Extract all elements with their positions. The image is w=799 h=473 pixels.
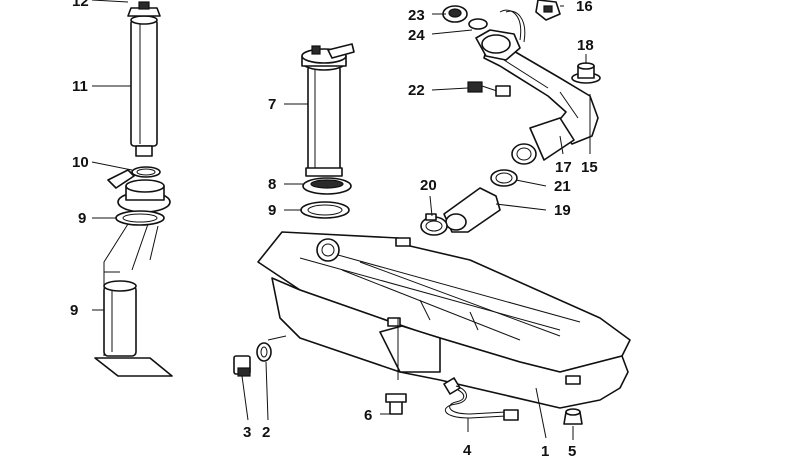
part-16-clip bbox=[535, 0, 561, 21]
leader-lines bbox=[91, 0, 591, 440]
callout-8: 8 bbox=[268, 176, 276, 193]
callout-7: 7 bbox=[268, 96, 276, 113]
callout-15: 15 bbox=[581, 159, 598, 176]
part-4-fuel-line bbox=[443, 377, 519, 421]
callout-19: 19 bbox=[554, 202, 571, 219]
part-9-pump-flange bbox=[107, 169, 171, 226]
part-2-sealing-washer bbox=[256, 342, 272, 362]
part-17-hose-clamp bbox=[511, 117, 575, 165]
callout-11: 11 bbox=[72, 78, 88, 95]
part-9-o-ring bbox=[300, 201, 350, 219]
part-21-hose-clamp bbox=[490, 169, 518, 187]
part-15-filler-neck bbox=[483, 43, 599, 145]
callout-1: 1 bbox=[541, 443, 549, 460]
part-19-connecting-hose bbox=[443, 187, 501, 233]
callout-18: 18 bbox=[577, 37, 594, 54]
callout-12: 10 bbox=[72, 154, 89, 171]
part-12-o-ring bbox=[131, 166, 161, 178]
part-23-cap-seal bbox=[442, 5, 488, 30]
part-10-fuel-pump bbox=[94, 223, 173, 377]
part-1-fuel-tank bbox=[257, 231, 631, 409]
part-13-sender-head bbox=[127, 1, 161, 17]
callout-5: 5 bbox=[568, 443, 576, 460]
callout-24: 24 bbox=[408, 27, 425, 44]
part-22-screw bbox=[467, 81, 511, 97]
callout-20: 20 bbox=[420, 177, 437, 194]
callout-9-left: 9 bbox=[78, 210, 86, 227]
callout-10: 9 bbox=[70, 302, 78, 319]
callout-17: 17 bbox=[555, 159, 572, 176]
part-6-bolt bbox=[385, 393, 407, 415]
part-7-fuel-sender bbox=[301, 43, 355, 177]
part-3-drain-plug bbox=[233, 355, 251, 377]
callout-2: 2 bbox=[262, 424, 270, 441]
callout-9-middle: 9 bbox=[268, 202, 276, 219]
callout-6: 6 bbox=[364, 407, 372, 424]
callout-23: 23 bbox=[408, 7, 425, 24]
part-24-filler-cap-gasket bbox=[475, 9, 526, 61]
part-18-grommet bbox=[571, 62, 601, 84]
callout-3: 3 bbox=[243, 424, 251, 441]
callout-13: 12 bbox=[72, 0, 89, 10]
part-20-hose-clamp bbox=[420, 213, 448, 236]
part-8-seal-ring bbox=[302, 177, 352, 195]
callout-21: 21 bbox=[554, 178, 571, 195]
part-11-fuel-level-sender-tube bbox=[130, 15, 158, 157]
part-5-nut bbox=[563, 408, 583, 425]
callout-22: 22 bbox=[408, 82, 425, 99]
callout-4: 4 bbox=[463, 442, 472, 459]
callout-16: 16 bbox=[576, 0, 593, 15]
